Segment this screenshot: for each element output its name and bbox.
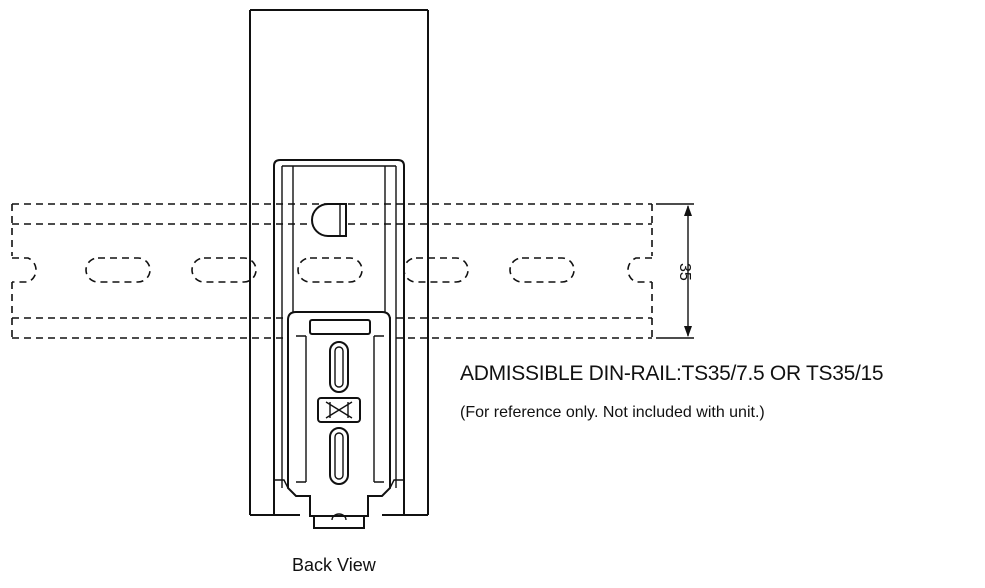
din-clip-pull-notch — [331, 513, 347, 521]
rail-slot — [403, 257, 469, 283]
rail-slot — [509, 257, 575, 283]
din-clip-top-tab — [309, 319, 371, 335]
din-clip-body — [287, 311, 391, 517]
din-rail-note: (For reference only. Not included with u… — [460, 404, 765, 421]
din-clip-pull-tab — [313, 516, 365, 529]
bracket-inner-rails — [281, 166, 397, 488]
rail-slot-right — [627, 257, 652, 283]
latch-hook — [311, 203, 347, 237]
din-clip-lower-slot — [329, 427, 349, 485]
dimension-value: 35 — [676, 263, 693, 281]
din-clip-rail-ends — [296, 335, 384, 483]
din-clip — [274, 311, 404, 529]
bracket-outer — [273, 159, 405, 515]
rail-height-dimension — [656, 203, 694, 339]
latch-hook-body — [311, 203, 347, 237]
rail-slot — [191, 257, 257, 283]
rail-slot — [297, 257, 363, 283]
rail-slot-left — [12, 257, 37, 283]
din-clip-upper-slot-inner — [334, 346, 344, 388]
rail-slot — [85, 257, 151, 283]
din-rail-title: ADMISSIBLE DIN-RAIL:TS35/7.5 OR TS35/15 — [460, 362, 884, 385]
mounting-bracket — [273, 159, 405, 515]
din-clip-inner-rails — [305, 336, 375, 482]
din-clip-side-steps — [274, 479, 404, 489]
din-clip-spring-cross — [325, 401, 353, 419]
din-clip-spring — [317, 397, 361, 423]
dimension-arrow-bottom — [684, 326, 692, 337]
view-label: Back View — [292, 555, 376, 575]
dimension-arrow-top — [684, 205, 692, 216]
din-clip-lower-slot-inner — [334, 432, 344, 480]
din-clip-upper-slot — [329, 341, 349, 393]
